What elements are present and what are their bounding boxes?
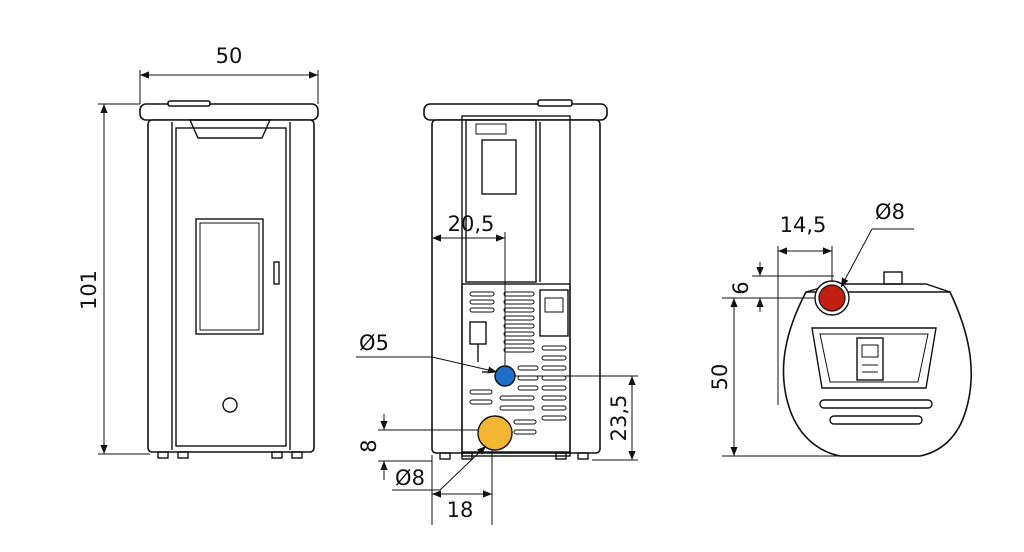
front-door-latch bbox=[273, 261, 280, 285]
vent-slot bbox=[503, 307, 535, 313]
flue-leader-arrow bbox=[840, 228, 873, 288]
front-height-label: 101 bbox=[77, 270, 101, 310]
rear-upper-panel bbox=[465, 119, 537, 283]
big-pipe-height-label: 8 bbox=[357, 439, 381, 452]
vent-slot bbox=[503, 339, 535, 345]
vent-slot bbox=[469, 389, 493, 395]
top-burner bbox=[856, 337, 884, 381]
vent-slot bbox=[517, 365, 539, 371]
top-vent-stub bbox=[883, 271, 903, 285]
vent-slot bbox=[541, 405, 567, 411]
small-pipe-height-label: 23,5 bbox=[607, 395, 631, 442]
vent-slot bbox=[503, 323, 535, 329]
big-pipe-dia-label: Ø8 bbox=[395, 466, 425, 490]
vent-slot bbox=[541, 395, 567, 401]
rear-top-lid bbox=[423, 103, 608, 121]
small-pipe-label: Ø5 bbox=[359, 331, 389, 355]
rear-electrical-switch bbox=[544, 297, 564, 313]
top-firebox-inner bbox=[819, 333, 929, 383]
front-top-lid bbox=[139, 103, 319, 121]
rear-foot bbox=[461, 452, 473, 460]
flue-dia-label: Ø8 bbox=[875, 200, 905, 224]
rear-lower-panel bbox=[461, 283, 571, 453]
vent-slot bbox=[517, 385, 539, 391]
rear-top-vent bbox=[537, 99, 573, 107]
vent-slot bbox=[513, 419, 537, 425]
front-body bbox=[147, 119, 315, 453]
front-foot bbox=[271, 451, 283, 459]
front-width-label: 50 bbox=[216, 44, 243, 68]
vent-slot bbox=[541, 365, 567, 371]
vent-slot bbox=[503, 291, 535, 297]
vent-slot bbox=[541, 415, 567, 421]
top-burner-detail bbox=[861, 344, 879, 358]
rear-view: 20,5 Ø5 23,5 8 Ø8 18 bbox=[356, 99, 638, 525]
vent-slot bbox=[541, 355, 567, 361]
front-window-inner bbox=[199, 222, 260, 331]
front-view: 50 101 bbox=[77, 44, 319, 459]
vent-slot bbox=[469, 299, 495, 305]
top-depth-label: 50 bbox=[708, 364, 732, 391]
rear-foot bbox=[555, 452, 567, 460]
vent-slot bbox=[513, 429, 537, 435]
rear-vent-slots bbox=[469, 291, 567, 435]
vent-slot bbox=[541, 385, 567, 391]
top-view: 14,5 Ø8 6 50 bbox=[708, 200, 972, 457]
vent-slot bbox=[499, 395, 535, 401]
front-door bbox=[175, 127, 287, 447]
top-offset-label: 14,5 bbox=[780, 213, 827, 237]
rear-offset-label: 20,5 bbox=[448, 212, 495, 236]
vent-slot bbox=[541, 345, 567, 351]
vent-slot bbox=[503, 347, 535, 353]
small-pipe bbox=[494, 365, 516, 387]
front-foot bbox=[291, 451, 303, 459]
top-grille-slot bbox=[819, 399, 933, 409]
vent-slot bbox=[499, 405, 535, 411]
rear-foot bbox=[577, 452, 589, 460]
rear-electrical-box bbox=[539, 289, 569, 337]
vent-slot bbox=[503, 299, 535, 305]
flue-outlet bbox=[818, 284, 846, 312]
big-pipe-offset-label: 18 bbox=[447, 498, 474, 522]
front-foot bbox=[157, 451, 169, 459]
vent-slot bbox=[469, 307, 495, 313]
front-top-handle bbox=[188, 119, 272, 139]
flue-offset-label: 6 bbox=[729, 281, 753, 294]
front-knob bbox=[222, 397, 238, 413]
big-pipe-leader-arrow bbox=[439, 445, 487, 491]
rear-label-tag bbox=[475, 123, 507, 135]
rear-label-plate bbox=[481, 139, 517, 195]
vent-slot bbox=[503, 331, 535, 337]
front-window bbox=[195, 218, 264, 335]
front-foot bbox=[177, 451, 189, 459]
top-grille-slot bbox=[829, 415, 923, 425]
big-pipe bbox=[477, 415, 513, 451]
top-firebox bbox=[811, 327, 937, 389]
vent-slot bbox=[469, 291, 495, 297]
vent-slot bbox=[469, 399, 493, 405]
rear-foot bbox=[439, 452, 451, 460]
small-pipe-leader-arrow bbox=[431, 356, 498, 374]
top-body bbox=[782, 291, 972, 457]
front-top-vent bbox=[167, 100, 211, 107]
vent-slot bbox=[503, 315, 535, 321]
